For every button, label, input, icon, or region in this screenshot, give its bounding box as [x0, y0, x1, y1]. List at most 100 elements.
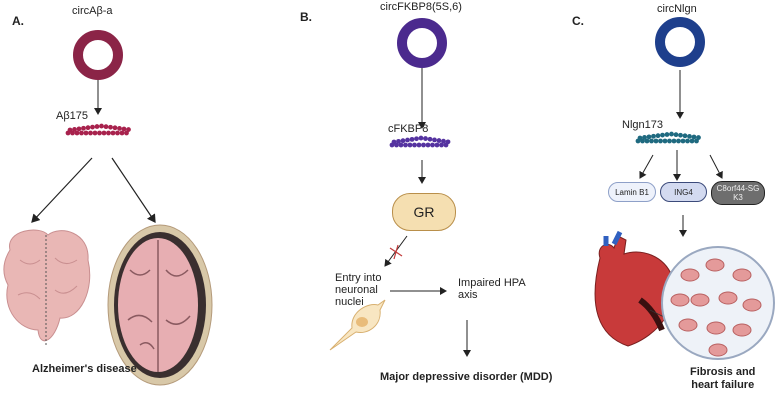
entry-nuclei-label: Entry into neuronal nuclei: [335, 272, 381, 308]
amino-acid-bead: [655, 133, 661, 139]
amino-acid-bead: [108, 124, 113, 130]
amino-acid-bead: [418, 135, 424, 141]
target-ing4: ING4: [660, 182, 707, 202]
amino-acid-bead: [441, 138, 446, 144]
entry-line: nuclei: [335, 296, 364, 308]
circrna-ring-a: [73, 30, 123, 80]
fibrotic-tissue-illustration: [661, 246, 775, 360]
protein-c-label: Nlgn173: [622, 119, 663, 131]
amino-acid-bead: [678, 132, 683, 138]
amino-acid-bead: [432, 137, 437, 143]
amino-acid-bead: [88, 130, 93, 136]
amino-acid-bead: [646, 134, 652, 140]
amino-acid-bead: [423, 136, 428, 141]
cardiomyocyte-cell: [706, 321, 726, 335]
amino-acid-bead: [667, 138, 672, 144]
cardiomyocyte-cell: [680, 268, 700, 282]
amino-acid-bead: [676, 138, 681, 144]
peptide-chain-c: [635, 131, 701, 144]
arrow: [639, 154, 654, 179]
amino-acid-bead: [673, 132, 679, 138]
amino-acid-bead: [649, 138, 654, 144]
amino-acid-bead: [409, 136, 415, 142]
amino-acid-bead: [400, 138, 406, 144]
cardiomyocyte-cell: [690, 293, 710, 307]
brain-coronal-illustration: [3, 229, 91, 345]
amino-acid-bead: [682, 133, 688, 139]
amino-acid-bead: [439, 142, 444, 148]
amino-acid-bead: [430, 142, 435, 148]
amino-acid-bead: [76, 126, 82, 132]
amino-acid-bead: [642, 135, 647, 140]
circrna-a-label: circAβ-a: [72, 5, 113, 17]
cardiomyocyte-cell: [718, 291, 738, 305]
outcome-a-label: Alzheimer's disease: [32, 363, 137, 375]
hpa-label: Impaired HPA axis: [458, 277, 526, 301]
amino-acid-bead: [101, 130, 107, 136]
arrow: [31, 157, 93, 223]
protein-a-label: Aβ175: [56, 110, 89, 122]
amino-acid-bead: [94, 124, 100, 129]
cardiomyocyte-cell: [708, 343, 728, 357]
amino-acid-bead: [79, 130, 84, 136]
entry-line: Entry into: [335, 272, 382, 284]
panel-a-label: A.: [12, 14, 24, 28]
amino-acid-bead: [662, 138, 668, 144]
panel-c-label: C.: [572, 14, 584, 28]
protein-b-label: cFKBP8: [388, 123, 429, 135]
amino-acid-bead: [121, 126, 127, 132]
cardiomyocyte-cell: [670, 293, 690, 307]
amino-acid-bead: [126, 127, 131, 132]
amino-acid-bead: [394, 142, 399, 148]
hpa-line: axis: [458, 289, 478, 301]
circrna-ring-c: [655, 17, 705, 67]
amino-acid-bead: [74, 130, 80, 136]
outcome-line: heart failure: [691, 379, 755, 391]
amino-acid-bead: [112, 125, 118, 131]
heart-illustration: [594, 230, 675, 347]
amino-acid-bead: [664, 132, 670, 137]
target-c8orf44-sgk3: C8orf44-SGK3: [711, 181, 765, 205]
amino-acid-bead: [658, 138, 663, 144]
neuron-illustration: [329, 299, 386, 351]
outcome-b-label: Major depressive disorder (MDD): [380, 371, 553, 383]
amino-acid-bead: [651, 133, 656, 139]
arrow: [709, 154, 723, 179]
amino-acid-bead: [99, 123, 104, 129]
amino-acid-bead: [97, 130, 102, 136]
amino-acid-bead: [403, 142, 408, 148]
cardiomyocyte-cell: [732, 268, 752, 282]
inhibition-cross-icon: [389, 244, 403, 260]
circrna-ring-b: [397, 18, 447, 68]
amino-acid-bead: [644, 138, 650, 144]
amino-acid-bead: [115, 130, 120, 136]
amino-acid-bead: [680, 138, 686, 144]
amino-acid-bead: [412, 142, 417, 148]
amino-acid-bead: [671, 138, 677, 144]
entry-line: neuronal: [335, 284, 378, 296]
amino-acid-bead: [445, 139, 451, 145]
amino-acid-bead: [421, 142, 426, 148]
arrow: [111, 157, 156, 223]
amino-acid-bead: [92, 130, 98, 136]
amino-acid-bead: [90, 124, 95, 130]
amino-acid-bead: [81, 125, 86, 131]
amino-acid-bead: [83, 130, 89, 136]
amino-acid-bead: [106, 130, 111, 136]
amino-acid-bead: [425, 142, 431, 148]
cardiomyocyte-cell: [678, 318, 698, 332]
amino-acid-bead: [640, 138, 645, 144]
amino-acid-bead: [405, 137, 410, 143]
amino-acid-bead: [110, 130, 116, 136]
amino-acid-bead: [689, 138, 695, 144]
brain-axial-illustration: [107, 224, 213, 386]
amino-acid-bead: [119, 130, 125, 136]
amino-acid-bead: [407, 142, 413, 148]
amino-acid-bead: [691, 134, 697, 140]
amino-acid-bead: [416, 142, 422, 148]
amino-acid-bead: [396, 138, 401, 144]
gr-receptor-box: GR: [392, 193, 456, 231]
outcome-line: Fibrosis and: [690, 366, 756, 378]
amino-acid-bead: [117, 125, 122, 131]
